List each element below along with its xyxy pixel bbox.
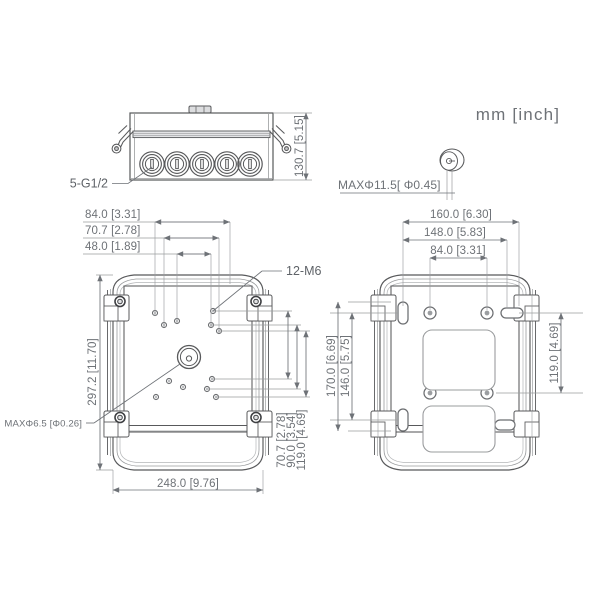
gland-callout-leader (112, 166, 153, 184)
rear-plate-view: 12-M6 MAXΦ6.5 [Φ0.26] 84.0 [3.31] 70.7 [… (4, 209, 321, 494)
dim-160: 160.0 [6.30] (430, 209, 492, 221)
dim-297-2: 297.2 [11.70] (87, 338, 99, 406)
front-plate-view: MAXΦ11.5[ Φ0.45] (326, 148, 583, 471)
mounting-feature-group (397, 301, 524, 453)
corner-lug-group (103, 294, 273, 438)
dim-90: 90.0 [3.54] (286, 412, 298, 467)
dim-70-7-top: 70.7 [2.78] (85, 225, 140, 237)
washer-detail (439, 148, 465, 200)
gland-callout-label: 5-G1/2 (70, 177, 108, 191)
max-phi65-leader (93, 363, 181, 424)
side-elevation-view: 5-G1/2 130.7 [5.15] (70, 105, 312, 191)
max-phi115-label: MAXΦ11.5[ Φ0.45] (338, 178, 441, 192)
bracket-group (370, 294, 540, 438)
dim-146: 146.0 [5.75] (340, 335, 352, 397)
dim-height-130-7: 130.7 [5.15] (294, 115, 306, 177)
dim-170: 170.0 [6.69] (326, 335, 338, 397)
dim-119-right-view: 119.0 [4.69] (549, 322, 561, 383)
dim-119-right: 119.0 [4.69] (296, 409, 308, 470)
dim-70-7-right: 70.7 [2.78] (276, 412, 288, 467)
m6-callout-label: 12-M6 (286, 264, 321, 278)
center-boss (176, 344, 202, 370)
units-note: mm [inch] (476, 105, 560, 124)
max-phi65-label: MAXΦ6.5 [Φ0.26] (4, 419, 82, 430)
dim-48: 48.0 [1.89] (85, 241, 140, 253)
m6-callout-leader (212, 270, 263, 312)
dim-84-right: 84.0 [3.31] (430, 245, 485, 257)
dim-248: 248.0 [9.76] (157, 478, 219, 490)
dim-148: 148.0 [5.83] (424, 227, 486, 239)
dim-84-top: 84.0 [3.31] (85, 209, 140, 221)
